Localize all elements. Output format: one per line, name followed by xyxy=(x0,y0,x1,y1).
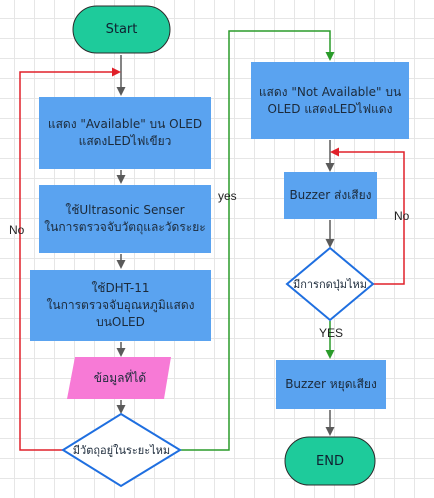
process-ultrasonic xyxy=(39,185,211,253)
process-show-not-available xyxy=(251,62,409,139)
end-terminal xyxy=(284,436,376,486)
edge-label-no-left: No xyxy=(9,223,25,237)
start-terminal xyxy=(72,5,171,54)
edge-label-yes-top: yes xyxy=(218,189,237,203)
process-buzzer-on xyxy=(284,172,377,219)
decision-button-pressed-diamond xyxy=(285,246,375,322)
arrow-no-loop-left xyxy=(19,67,121,451)
process-buzzer-off xyxy=(276,360,386,409)
arrow-no-loop-right xyxy=(330,147,405,285)
decision-in-range-diamond xyxy=(61,412,182,488)
process-show-available xyxy=(39,97,211,169)
edge-label-yes-bottom: YES xyxy=(319,326,344,340)
arrow-yes-to-not-available xyxy=(180,30,335,451)
data-received-parallelogram xyxy=(67,357,171,399)
edge-label-no-right: No xyxy=(394,209,410,223)
process-dht11 xyxy=(30,270,211,341)
